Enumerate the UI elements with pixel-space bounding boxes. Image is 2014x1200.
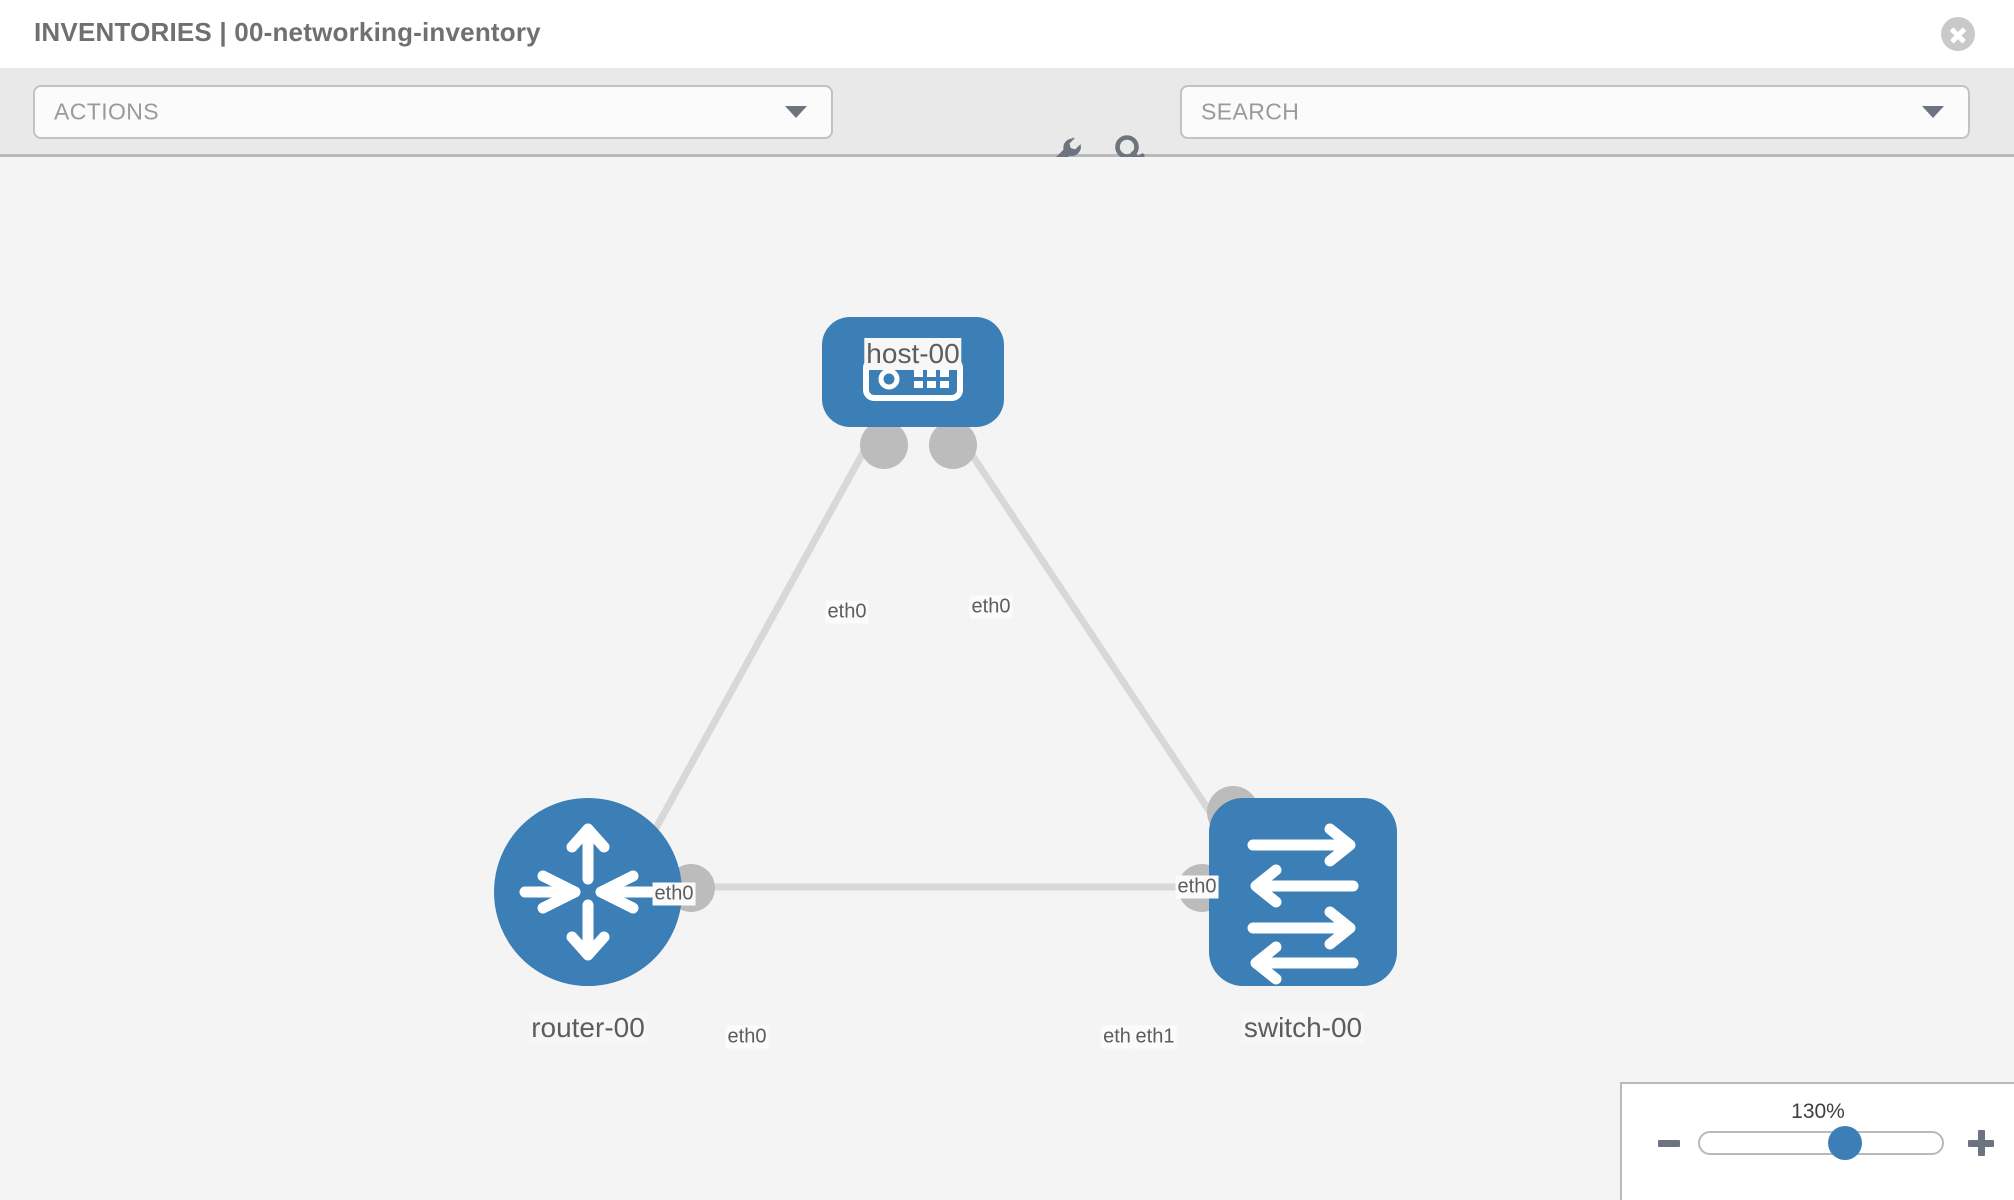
topology-canvas[interactable]: host-00 router-00 switch-00 eth0 eth0 et… bbox=[0, 157, 2014, 1200]
router-arrows-icon bbox=[519, 823, 657, 961]
switch-arrows-icon bbox=[1247, 823, 1359, 985]
interface-label-router-eth0: eth0 bbox=[725, 1025, 769, 1049]
interface-label-router-eth0-uplink: eth0 bbox=[652, 882, 696, 906]
topology-graph bbox=[494, 317, 1397, 986]
node-host-shape bbox=[822, 317, 1004, 427]
close-icon[interactable] bbox=[1941, 17, 1975, 51]
node-switch-00[interactable] bbox=[1209, 798, 1397, 986]
link-host-switch bbox=[947, 420, 1243, 859]
page-title: INVENTORIES | 00-networking-inventory bbox=[34, 17, 541, 47]
link-line bbox=[947, 420, 1243, 859]
search-placeholder: SEARCH bbox=[1201, 98, 1300, 125]
interface-label-switch-eth-overlap: eth bbox=[1101, 1025, 1133, 1049]
zoom-in-icon-vertical bbox=[1978, 1130, 1985, 1156]
search-input[interactable]: SEARCH bbox=[1180, 85, 1970, 139]
node-router-shape bbox=[494, 798, 682, 986]
chevron-down-icon bbox=[1922, 106, 1944, 118]
zoom-level-label: 130% bbox=[1791, 1100, 1845, 1123]
chevron-down-icon bbox=[785, 106, 807, 118]
interface-label-host-eth0-right: eth0 bbox=[969, 595, 1013, 619]
zoom-control-panel: 130% bbox=[1620, 1082, 2014, 1200]
link-line bbox=[636, 420, 884, 859]
node-label-switch-00: switch-00 bbox=[1241, 1012, 1365, 1044]
page-header: INVENTORIES | 00-networking-inventory bbox=[0, 0, 2014, 68]
interface-label-host-eth0-left: eth0 bbox=[825, 600, 869, 624]
node-label-host-00: host-00 bbox=[864, 338, 962, 370]
zoom-out-button[interactable] bbox=[1658, 1140, 1680, 1147]
node-router-00[interactable] bbox=[494, 798, 682, 986]
node-host-00[interactable] bbox=[822, 317, 1004, 427]
interface-label-switch-eth1: eth1 bbox=[1133, 1025, 1177, 1049]
interface-stubs bbox=[667, 421, 1259, 912]
interface-label-switch-eth0-uplink: eth0 bbox=[1175, 875, 1219, 899]
node-label-router-00: router-00 bbox=[529, 1012, 647, 1044]
zoom-slider-thumb[interactable] bbox=[1828, 1126, 1863, 1160]
zoom-slider[interactable] bbox=[1698, 1126, 1944, 1160]
stub-host-left bbox=[860, 421, 908, 469]
link-host-router bbox=[636, 420, 884, 859]
toolbar: ACTIONS SEARCH bbox=[0, 68, 2014, 169]
actions-dropdown-label: ACTIONS bbox=[54, 98, 160, 125]
stub-host-right bbox=[929, 421, 977, 469]
zoom-in-button[interactable] bbox=[1968, 1130, 1994, 1156]
actions-dropdown[interactable]: ACTIONS bbox=[33, 85, 833, 139]
